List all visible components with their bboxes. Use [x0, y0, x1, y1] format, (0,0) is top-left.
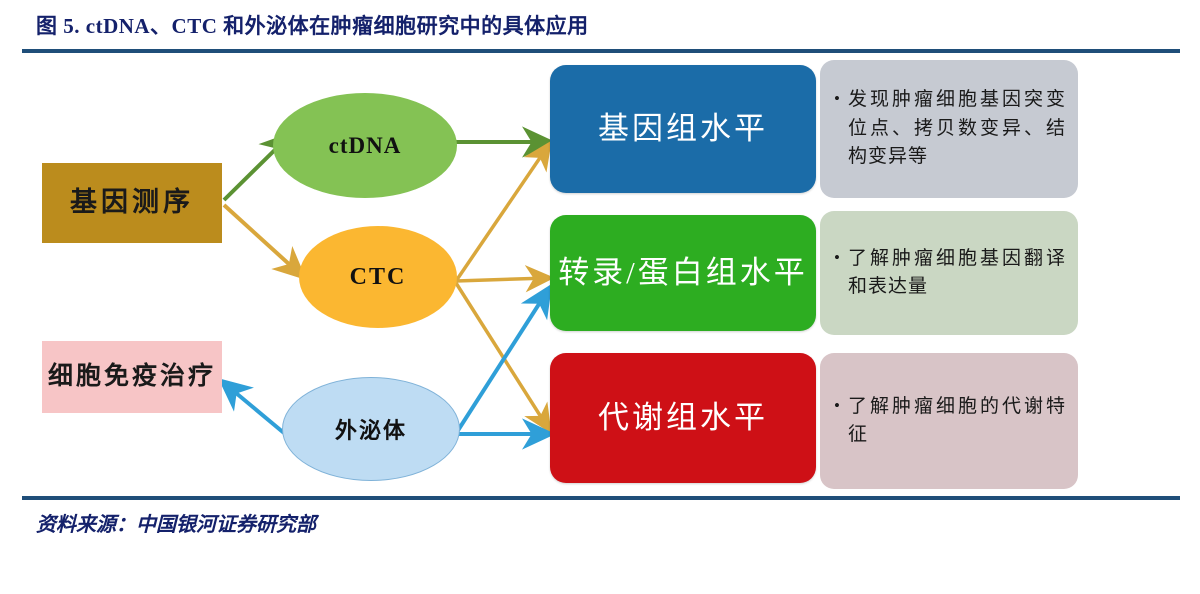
description-panel-genome: • 发现肿瘤细胞基因突变位点、拷贝数变异、结构变异等: [820, 60, 1078, 198]
arrow-gene-to-ctc: [222, 203, 307, 281]
bullet-icon: •: [834, 247, 840, 267]
figure-title: 图 5. ctDNA、CTC 和外泌体在肿瘤细胞研究中的具体应用: [36, 14, 589, 38]
node-metabolome-level[interactable]: 代谢组水平: [550, 353, 816, 483]
bullet-row: • 了解肿瘤细胞基因翻译和表达量: [830, 245, 1066, 302]
bullet-row: • 了解肿瘤细胞的代谢特征: [830, 393, 1066, 450]
node-cell-immunotherapy-label: 细胞免疫治疗: [47, 363, 216, 391]
bullet-icon: •: [834, 395, 840, 415]
node-ctdna[interactable]: ctDNA: [273, 93, 457, 198]
description-metabolome-text: 了解肿瘤细胞的代谢特征: [847, 395, 1066, 446]
arrow-ctc-to-transcript: [455, 265, 555, 293]
bullet-icon: •: [834, 89, 840, 109]
node-metabolome-level-label: 代谢组水平: [598, 400, 768, 436]
description-genome-text: 发现肿瘤细胞基因突变位点、拷贝数变异、结构变异等: [847, 89, 1066, 168]
node-gene-sequencing-label: 基因测序: [70, 187, 194, 218]
node-transcript-protein-level-label: 转录/蛋白组水平: [558, 255, 808, 291]
node-exosome[interactable]: 外泌体: [282, 377, 460, 481]
node-gene-sequencing[interactable]: 基因测序: [42, 163, 222, 243]
divider-bottom: [22, 496, 1180, 500]
node-genome-level-label: 基因组水平: [598, 111, 768, 147]
node-ctc[interactable]: CTC: [299, 226, 457, 328]
node-ctdna-label: ctDNA: [328, 132, 402, 158]
arrow-exosome-to-transcript: [446, 283, 553, 448]
node-exosome-label: 外泌体: [334, 418, 407, 443]
description-panel-transcript-protein: • 了解肿瘤细胞基因翻译和表达量: [820, 211, 1078, 335]
title-divider-top: [22, 49, 1180, 53]
arrow-ctc-to-genome: [454, 140, 552, 282]
node-genome-level[interactable]: 基因组水平: [550, 65, 816, 193]
arrow-ctc-to-metabolome: [454, 282, 552, 434]
source-note: 资料来源：中国银河证券研究部: [36, 514, 316, 536]
bullet-row: • 发现肿瘤细胞基因突变位点、拷贝数变异、结构变异等: [830, 86, 1066, 172]
node-ctc-label: CTC: [349, 263, 407, 290]
node-transcript-protein-level[interactable]: 转录/蛋白组水平: [550, 215, 816, 331]
description-transcript-protein-text: 了解肿瘤细胞基因翻译和表达量: [847, 247, 1066, 298]
node-cell-immunotherapy[interactable]: 细胞免疫治疗: [42, 341, 222, 413]
arrow-exosome-to-immunotherapy: [218, 378, 292, 440]
diagram-canvas: 基因测序 细胞免疫治疗 ctDNA CTC 外泌体 基因组水平 转录/蛋白组水平…: [0, 53, 1200, 496]
description-panel-metabolome: • 了解肿瘤细胞的代谢特征: [820, 353, 1078, 489]
